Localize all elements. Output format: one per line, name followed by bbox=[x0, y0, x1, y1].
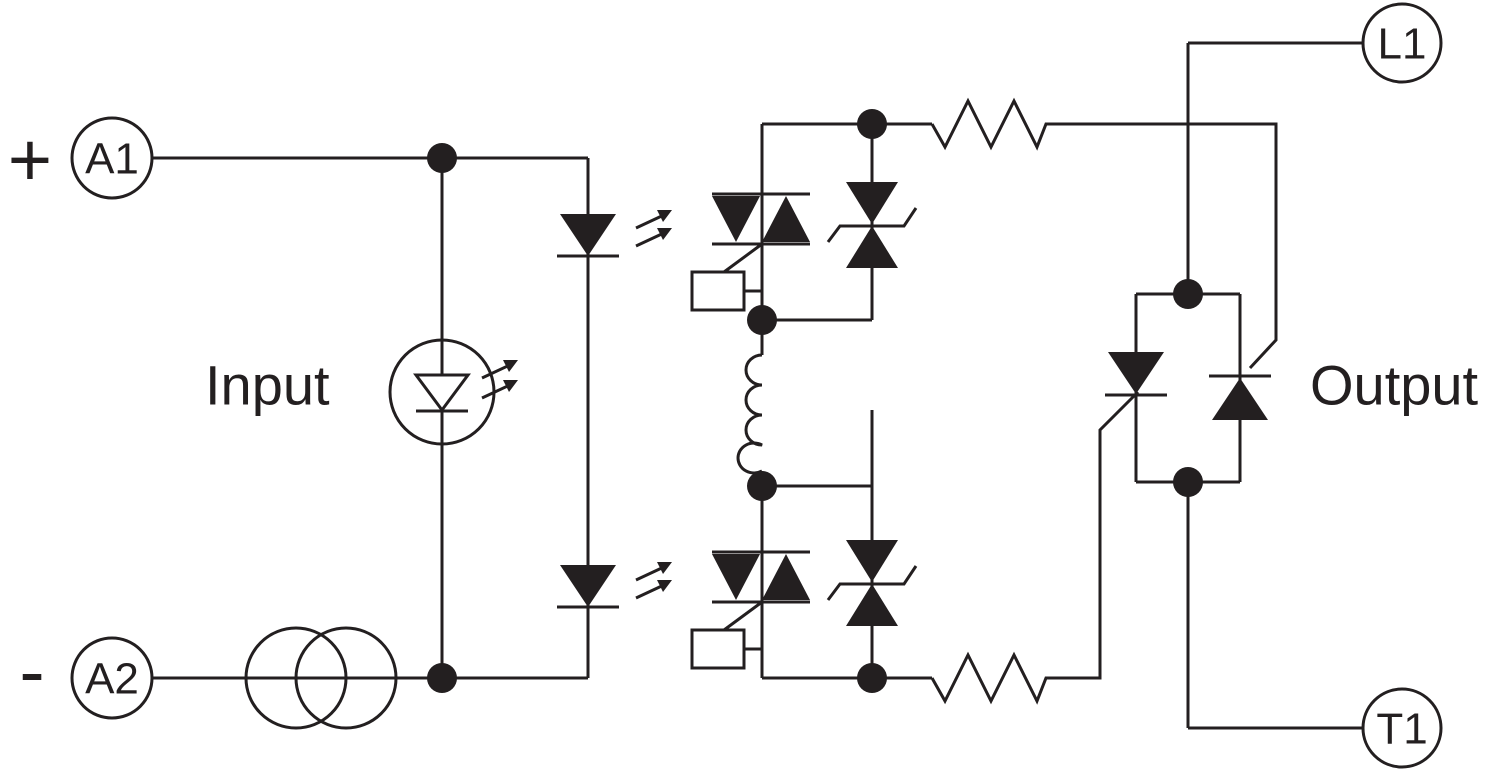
terminal-a2-label: A2 bbox=[85, 655, 139, 704]
junction-t1 bbox=[1173, 467, 1203, 497]
output-thyristor-left-icon bbox=[1105, 352, 1167, 397]
resistor-lower-icon bbox=[930, 390, 1140, 705]
photo-thyristor-lower-icon bbox=[690, 550, 810, 670]
junction-l1 bbox=[1173, 279, 1203, 309]
output-thyristor-right-icon bbox=[1209, 374, 1271, 420]
minus-sign: - bbox=[19, 630, 44, 715]
terminal-t1-label: T1 bbox=[1376, 705, 1427, 754]
tvs-lower-icon bbox=[826, 540, 918, 626]
current-source-icon bbox=[244, 626, 398, 730]
output-label: Output bbox=[1310, 354, 1479, 417]
junction-a1 bbox=[427, 143, 457, 173]
opto-led-lower-icon bbox=[557, 562, 672, 609]
junction-lower-mid bbox=[747, 471, 777, 501]
junction-upper-mid bbox=[747, 305, 777, 335]
plus-sign: + bbox=[8, 118, 52, 203]
junction-upper-top bbox=[857, 109, 887, 139]
opto-led-upper-icon bbox=[557, 210, 672, 258]
terminal-t1: T1 bbox=[1361, 687, 1443, 769]
terminal-l1: L1 bbox=[1361, 2, 1443, 84]
resistor-upper-icon bbox=[930, 97, 1278, 370]
junction-a2 bbox=[427, 663, 457, 693]
terminal-a1: A1 bbox=[70, 116, 154, 200]
input-circuit bbox=[152, 143, 672, 730]
output-circuit bbox=[1105, 41, 1362, 730]
terminal-l1-label: L1 bbox=[1378, 20, 1427, 69]
junction-lower-bottom bbox=[857, 663, 887, 693]
tvs-upper-icon bbox=[826, 182, 918, 268]
input-label: Input bbox=[205, 354, 330, 417]
input-led-icon bbox=[388, 338, 518, 446]
driver-circuit bbox=[690, 97, 1278, 705]
inductor-icon bbox=[736, 353, 763, 475]
photo-thyristor-upper-icon bbox=[690, 192, 810, 312]
terminal-a2: A2 bbox=[70, 636, 154, 720]
terminal-a1-label: A1 bbox=[85, 135, 139, 184]
